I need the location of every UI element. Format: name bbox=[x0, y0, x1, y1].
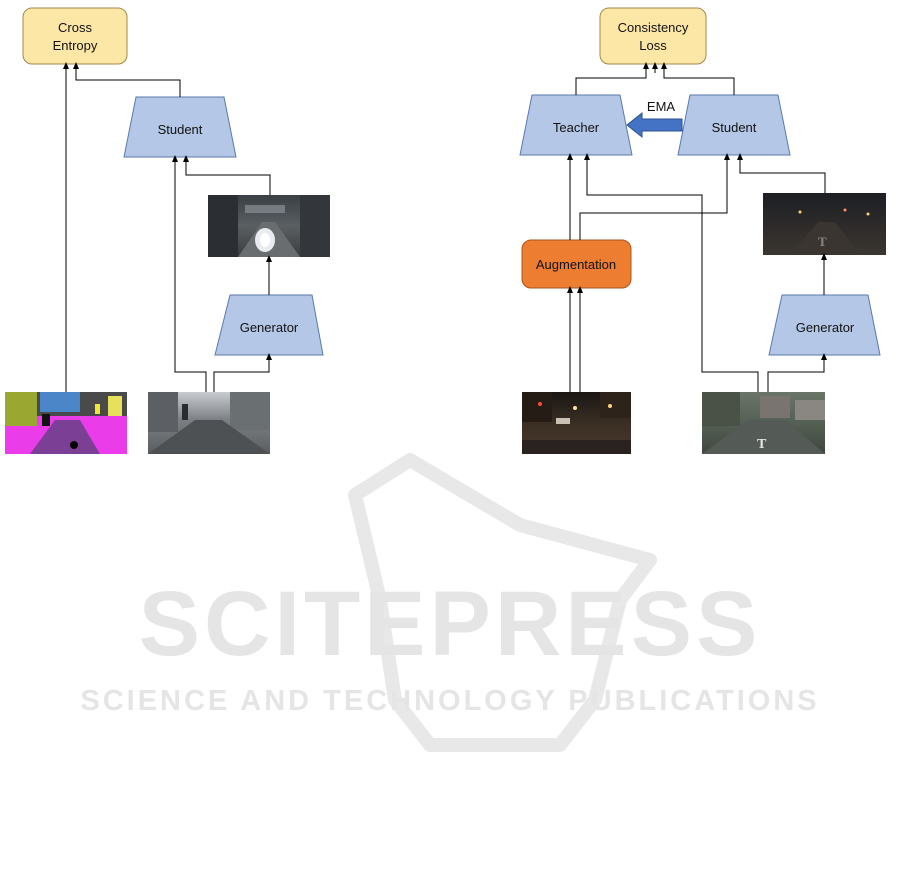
ema-arrow: EMA bbox=[627, 99, 682, 137]
right-city-image: T bbox=[702, 392, 825, 454]
left-city-image bbox=[148, 392, 270, 454]
right-generator-label: Generator bbox=[796, 320, 855, 335]
watermark-main-text: SCITEPRESS bbox=[139, 573, 762, 675]
augmentation-box: Augmentation bbox=[522, 240, 631, 288]
consistency-loss-box: Consistency Loss bbox=[600, 8, 706, 64]
watermark-sub-text: SCIENCE AND TECHNOLOGY PUBLICATIONS bbox=[80, 685, 819, 717]
right-student-label: Student bbox=[712, 120, 757, 135]
right-generator-block: Generator bbox=[769, 295, 880, 355]
left-generator-block: Generator bbox=[215, 295, 323, 355]
teacher-label: Teacher bbox=[553, 120, 600, 135]
teacher-block: Teacher bbox=[520, 95, 632, 155]
augmentation-label: Augmentation bbox=[536, 257, 616, 272]
svg-text:T: T bbox=[757, 437, 767, 452]
right-student-block: Student bbox=[678, 95, 790, 155]
cross-entropy-label-line2: Entropy bbox=[53, 38, 98, 53]
svg-text:T: T bbox=[818, 234, 827, 249]
right-diagram: Consistency Loss Teacher Student EMA Aug… bbox=[520, 8, 886, 454]
cross-entropy-label-line1: Cross bbox=[58, 20, 92, 35]
right-night-image bbox=[522, 392, 631, 454]
watermark: SCITEPRESS SCIENCE AND TECHNOLOGY PUBLIC… bbox=[80, 460, 819, 745]
left-segmentation-image bbox=[5, 392, 127, 454]
right-generated-image: T bbox=[763, 193, 886, 255]
ema-label: EMA bbox=[647, 99, 676, 114]
left-generator-label: Generator bbox=[240, 320, 299, 335]
consistency-loss-label-line1: Consistency bbox=[618, 20, 689, 35]
left-student-block: Student bbox=[124, 97, 236, 157]
cross-entropy-box: Cross Entropy bbox=[23, 8, 127, 64]
consistency-loss-label-line2: Loss bbox=[639, 38, 667, 53]
left-diagram: Cross Entropy Student Generator bbox=[5, 8, 330, 454]
left-generated-image bbox=[208, 195, 330, 257]
left-student-label: Student bbox=[158, 122, 203, 137]
